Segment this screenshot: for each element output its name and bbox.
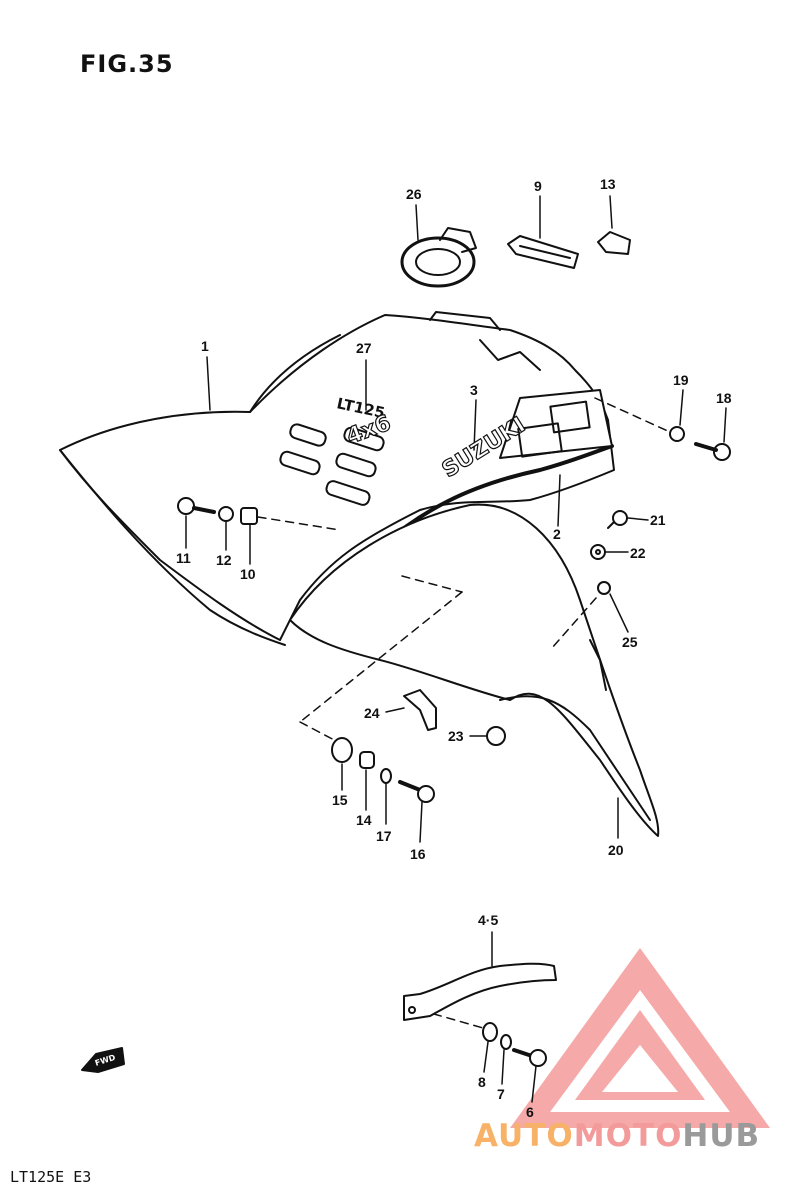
part-20-lower-panel [289, 503, 660, 837]
callout-21: 21 [650, 512, 666, 528]
part-12-washer [218, 506, 234, 522]
callout-14: 14 [356, 812, 372, 828]
callout-11: 11 [176, 550, 191, 566]
part-18-bolt [694, 442, 731, 461]
watermark-part-1: AUTO [474, 1118, 574, 1154]
part-8-washer [482, 1022, 498, 1042]
callout-15: 15 [332, 792, 348, 808]
callout-26: 26 [406, 186, 422, 202]
callout-3: 3 [470, 382, 478, 398]
part-16-bolt [398, 780, 435, 803]
part-23-nut [486, 726, 506, 746]
part-21-screw [607, 510, 628, 529]
callout-18: 18 [716, 390, 732, 406]
callout-7: 7 [497, 1086, 505, 1102]
part-4-5-bracket [403, 962, 557, 1021]
callout-9: 9 [534, 178, 542, 194]
callout-1: 1 [201, 338, 209, 354]
callout-13: 13 [600, 176, 616, 192]
watermark-part-3: HUB [682, 1118, 761, 1154]
callout-2: 2 [553, 526, 561, 542]
part-17-washer [380, 768, 392, 784]
callout-24: 24 [364, 705, 380, 721]
callout-8: 8 [478, 1074, 486, 1090]
part-22-grommet [590, 544, 606, 560]
callout-23: 23 [448, 728, 464, 744]
part-13-clip-nut [597, 231, 631, 255]
watermark-part-2: MOTO [573, 1118, 683, 1154]
part-25-rivet [597, 581, 611, 595]
part-14-collar [359, 751, 375, 769]
callout-27: 27 [356, 340, 372, 356]
watermark-logo-icon [510, 948, 770, 1128]
part-7-washer [500, 1034, 512, 1050]
part-9-plate [507, 235, 579, 269]
watermark-brand-text: AUTOMOTOHUB [474, 1118, 760, 1154]
callout-4-5: 4·5 [478, 912, 499, 928]
callout-19: 19 [673, 372, 689, 388]
callout-12: 12 [216, 552, 232, 568]
figure-title: FIG.35 [80, 50, 174, 78]
forward-arrow-icon [81, 1047, 125, 1073]
part-6-bolt [512, 1048, 547, 1067]
part-15-grommet [331, 737, 353, 763]
part-26-clamp-ring [400, 227, 477, 288]
callout-6: 6 [526, 1104, 534, 1120]
part-24-bracket [403, 689, 437, 731]
part-11-bolt [177, 497, 216, 515]
callout-25: 25 [622, 634, 638, 650]
callout-20: 20 [608, 842, 624, 858]
part-19-washer [669, 426, 685, 442]
callout-22: 22 [630, 545, 646, 561]
callout-10: 10 [240, 566, 256, 582]
part-10-collar [240, 507, 258, 525]
callout-16: 16 [410, 846, 426, 862]
callout-17: 17 [376, 828, 392, 844]
model-code-label: LT125E E3 [10, 1168, 92, 1186]
